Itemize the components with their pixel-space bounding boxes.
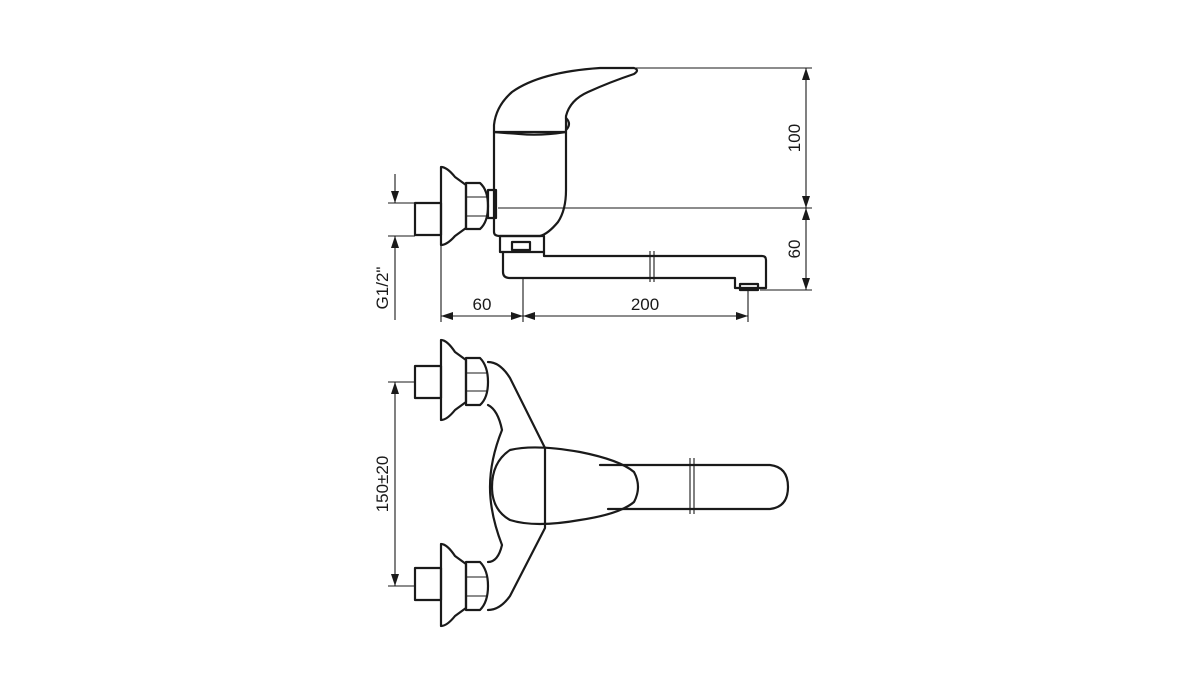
side-spout [501, 250, 768, 290]
dim-label-200: 200 [631, 295, 659, 314]
side-dimensions: 100 60 G1/2" 60 200 [373, 67, 812, 322]
dim-label-spacing: 150±20 [373, 456, 392, 513]
top-inlet-stub-upper [413, 364, 443, 400]
side-connector [486, 188, 498, 220]
side-hex-nut [464, 181, 490, 231]
top-mixer-body [486, 360, 547, 612]
side-wall-flange [439, 165, 468, 247]
top-view [413, 338, 790, 628]
side-lever-handle [492, 66, 639, 136]
top-wall-flange-lower [439, 542, 468, 628]
dim-label-60-vertical: 60 [785, 240, 804, 259]
dim-label-100: 100 [785, 124, 804, 152]
side-spout-collar [498, 234, 546, 254]
top-wall-flange-upper [439, 338, 468, 422]
top-lever-handle [490, 446, 640, 526]
top-hex-nut-lower [464, 560, 490, 612]
top-hex-nut-upper [464, 356, 490, 407]
top-inlet-stub-lower [413, 566, 443, 602]
top-spout [598, 463, 790, 511]
side-view [413, 66, 768, 292]
top-dimensions: 150±20 [373, 381, 415, 587]
dim-label-thread: G1/2" [373, 267, 392, 310]
side-mixer-body [492, 130, 568, 238]
side-inlet-stub [413, 201, 443, 237]
dim-label-60-horizontal: 60 [473, 295, 492, 314]
